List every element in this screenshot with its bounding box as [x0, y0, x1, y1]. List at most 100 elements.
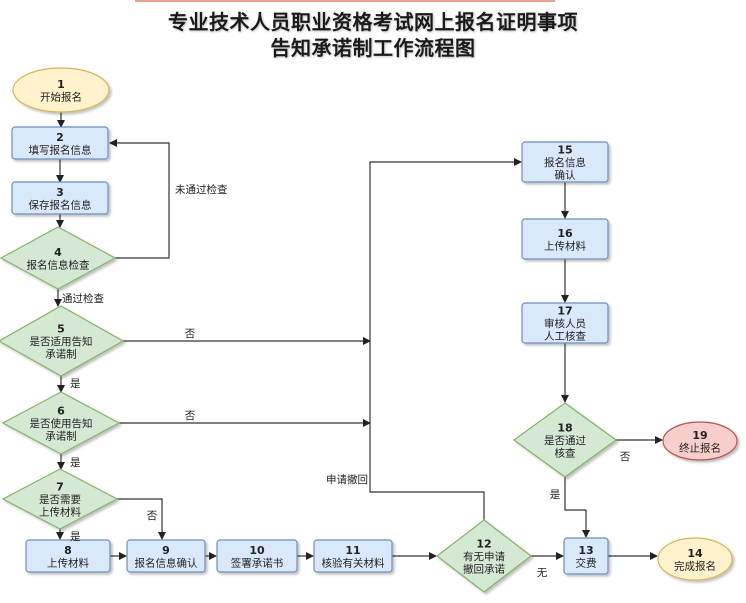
decision-diamond-shape	[0, 305, 125, 377]
node-label: 终止报名	[679, 441, 721, 454]
node-label: 交费	[576, 556, 597, 569]
node-label: 上传材料	[39, 506, 81, 519]
node-label: 是否需要	[39, 494, 81, 506]
node-label: 确认	[555, 169, 576, 182]
connector-4-to-2	[109, 139, 170, 259]
node-label: 核查	[555, 447, 576, 460]
node-label: 撤回承诺	[463, 563, 505, 576]
edge-label: 否	[620, 451, 631, 463]
process-box-shape	[216, 539, 298, 573]
node-number: 13	[578, 544, 593, 557]
node-label: 是否适用告知	[30, 335, 93, 348]
node-number: 11	[345, 544, 360, 557]
node-number: 16	[557, 227, 573, 240]
edge-label: 否	[185, 410, 196, 422]
decision-diamond-shape	[1, 468, 119, 530]
edge-label: 申请撤回	[326, 473, 368, 486]
diagram-title-line2: 告知承诺制工作流程图	[270, 36, 476, 60]
node-number: 18	[557, 422, 572, 435]
node-number: 4	[54, 246, 62, 259]
node-number: 5	[57, 323, 65, 336]
node-label: 报名信息	[544, 156, 586, 169]
node-label: 报名信息确认	[135, 556, 198, 569]
edge-label: 是	[70, 457, 81, 469]
node-label: 开始报名	[40, 90, 82, 103]
edge-label: 未通过检查	[175, 183, 228, 196]
edge-label: 无	[537, 567, 548, 579]
node-label: 签署承诺书	[231, 556, 284, 569]
node-label: 是否通过	[544, 434, 586, 447]
node-number: 1	[57, 78, 65, 91]
terminator-shape	[657, 537, 733, 581]
node-number: 19	[692, 429, 707, 442]
node-number: 3	[56, 186, 64, 199]
node-number: 10	[249, 544, 265, 557]
node-label: 承诺制	[45, 430, 77, 443]
process-box-shape	[521, 141, 609, 183]
decision-diamond-shape	[1, 391, 121, 455]
node-label: 上传材料	[544, 239, 586, 252]
node-number: 2	[56, 131, 64, 144]
node-label: 保存报名信息	[29, 198, 92, 211]
node-label: 核验有关材料	[322, 556, 385, 569]
node-label: 完成报名	[674, 559, 716, 572]
process-box-shape	[126, 539, 206, 573]
node-number: 12	[476, 538, 491, 551]
node-label: 承诺制	[45, 348, 77, 361]
node-number: 7	[56, 481, 64, 494]
process-box-shape	[313, 539, 393, 573]
node-number: 14	[687, 547, 703, 560]
node-label: 人工核查	[544, 330, 586, 343]
decision-diamond-shape	[512, 402, 618, 478]
connector-18-to-13	[564, 477, 590, 538]
edge-label: 否	[185, 328, 196, 340]
decision-diamond-shape	[0, 226, 117, 290]
header-accent-line	[135, 0, 555, 2]
node-number: 6	[57, 405, 65, 418]
terminator-end-shape	[662, 421, 738, 461]
edge-label: 否	[147, 510, 158, 522]
connector-7-to-9	[117, 498, 166, 540]
decision-diamond-shape	[436, 519, 532, 593]
connector-12-to-15	[369, 158, 522, 520]
node-label: 是否使用告知	[30, 417, 93, 430]
process-box-shape	[11, 126, 109, 160]
node-number: 15	[557, 144, 572, 157]
edge-label: 是	[550, 489, 561, 501]
process-box-shape	[521, 302, 609, 344]
edge-label: 是	[70, 531, 81, 543]
node-label: 审核人员	[544, 317, 586, 330]
terminator-shape	[12, 67, 110, 113]
node-label: 填写报名信息	[29, 143, 92, 156]
diagram-title-line1: 专业技术人员职业资格考试网上报名证明事项	[168, 10, 578, 34]
node-number: 9	[162, 544, 170, 557]
process-box-shape	[563, 537, 609, 575]
node-label: 报名信息检查	[27, 258, 90, 271]
node-number: 8	[64, 544, 72, 557]
process-box-shape	[25, 539, 111, 573]
edge-label: 是	[70, 378, 81, 390]
node-number: 17	[557, 305, 572, 318]
node-label: 有无申请	[463, 550, 505, 563]
node-label: 上传材料	[47, 556, 89, 569]
